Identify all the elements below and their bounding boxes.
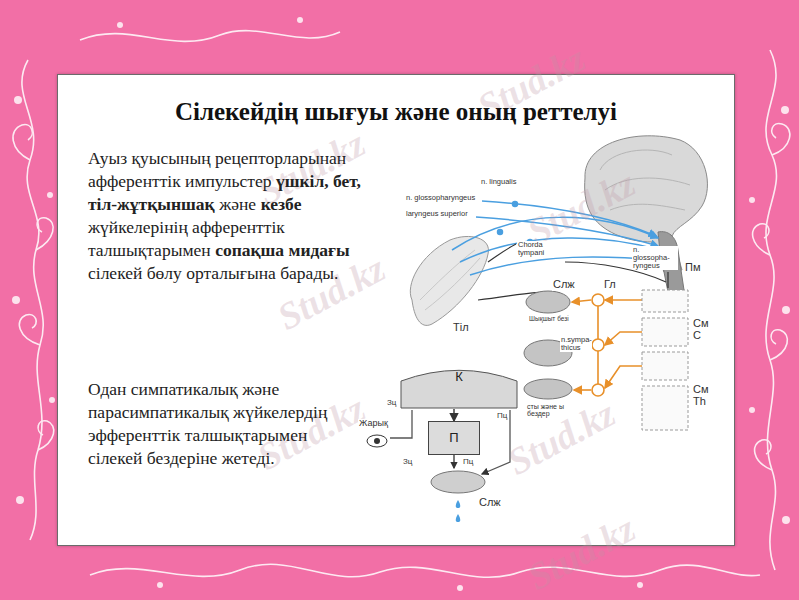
swirl-ornament [80, 31, 340, 42]
figure-label: Chorda tympani [517, 241, 553, 257]
figure-label: Зц [402, 458, 413, 466]
body-text: сілекей бөлу орталығына барады. [88, 263, 338, 283]
chorda-tympani-nerve [667, 272, 668, 288]
spinal-segment-box [642, 386, 688, 430]
center-box: П [428, 421, 480, 455]
lower-scheme [374, 438, 380, 444]
flower-ornament [157, 582, 163, 588]
figure-label: Шықшыт безі [528, 316, 570, 323]
lower-scheme [456, 500, 461, 522]
chorda-tympani-nerve [488, 244, 516, 262]
figure-label: n. glossopha- ryngeus [632, 246, 678, 270]
node-text: К [400, 369, 518, 384]
sympathetic-pathway [572, 300, 591, 302]
figure-label: Слж [552, 279, 576, 291]
cortex-shape: К [400, 366, 518, 409]
flower-ornament [782, 306, 790, 314]
flower-ornament [297, 17, 303, 23]
swirl-ornament [772, 124, 790, 155]
flower-ornament [637, 582, 643, 588]
flower-ornament [14, 96, 22, 104]
flower-ornament [12, 17, 790, 591]
lower-scheme [390, 410, 412, 438]
spinal-segment-box [642, 352, 688, 380]
body-paragraph: Ауыз қуысының рецепторларынан афферентті… [88, 147, 370, 285]
flower-ornament [47, 192, 53, 198]
lower-scheme [367, 435, 387, 447]
sympathetic-pathway [605, 366, 642, 388]
salivary-gland [524, 379, 572, 399]
swirl-ornament [90, 564, 760, 577]
tongue-figure [420, 250, 480, 310]
flower-ornament [749, 197, 755, 203]
swirl-ornament [19, 315, 40, 345]
swirl-ornament [753, 224, 770, 255]
flower-ornament [781, 106, 789, 114]
figure-label: Тіл [452, 322, 470, 334]
swirl-ornament [36, 218, 53, 250]
figure-label: Пц [462, 458, 474, 466]
body-text: және [219, 194, 256, 214]
flower-ornament [12, 296, 20, 304]
pathway-arrow [453, 409, 454, 421]
flower-ornament [16, 496, 24, 504]
swirl-ornament [766, 50, 777, 570]
afferent-nerve [498, 230, 503, 235]
sympathetic-pathway [605, 332, 642, 345]
spinal-segment-box [642, 290, 688, 430]
figure-label: Жарық [358, 419, 389, 428]
swirl-ornament [13, 31, 790, 578]
figure-label: См Th [692, 384, 712, 407]
node-text: П [429, 430, 479, 445]
figure-label: Пм [684, 262, 701, 274]
flower-ornament [117, 22, 123, 28]
lower-scheme [367, 394, 510, 522]
figure-label: сты және ы бездер [526, 403, 576, 418]
swirl-ornament [770, 330, 787, 360]
figure-label: n.sympa- thicus [560, 336, 592, 352]
figure-label: См С [692, 318, 712, 341]
sympathetic-pathway [592, 339, 604, 351]
spinal-segment-box [642, 318, 688, 346]
flower-ornament [457, 585, 463, 591]
sympathetic-pathway [605, 299, 642, 301]
figure-label: Пц [496, 412, 508, 420]
body-text: кезбе [261, 194, 302, 214]
tongue-figure [410, 236, 488, 325]
figure-label: n. glossopharyngeus [405, 194, 476, 202]
swirl-ornament [38, 421, 54, 450]
slide-title: Сілекейдің шығуы және оның реттелуі [57, 98, 735, 126]
body-paragraph: Одан симпатикалық және парасимпатикалық … [88, 378, 364, 470]
flower-ornament [749, 407, 755, 413]
figure-label: laryngeus superior [405, 210, 469, 218]
sympathetic-pathway [574, 389, 591, 391]
figure-label: Слж [478, 497, 502, 509]
tongue-figure [410, 236, 488, 325]
body-text: сопақша мидағы [215, 240, 350, 260]
body-text: Одан симпатикалық және парасимпатикалық … [88, 379, 327, 468]
swirl-ornament [13, 125, 32, 160]
figure-label: n. lingualis [480, 178, 517, 186]
flower-ornament [49, 397, 55, 403]
figure-label: Гл [603, 279, 617, 291]
sympathetic-pathway [592, 294, 604, 306]
flower-ornament [782, 516, 790, 524]
spinal-segment-box [642, 290, 688, 312]
afferent-nerve [513, 202, 518, 207]
lower-scheme [431, 471, 485, 493]
swirl-ornament [755, 440, 772, 470]
salivary-gland [526, 291, 570, 313]
lower-scheme [453, 455, 454, 468]
figure-label: Зц [386, 399, 397, 407]
